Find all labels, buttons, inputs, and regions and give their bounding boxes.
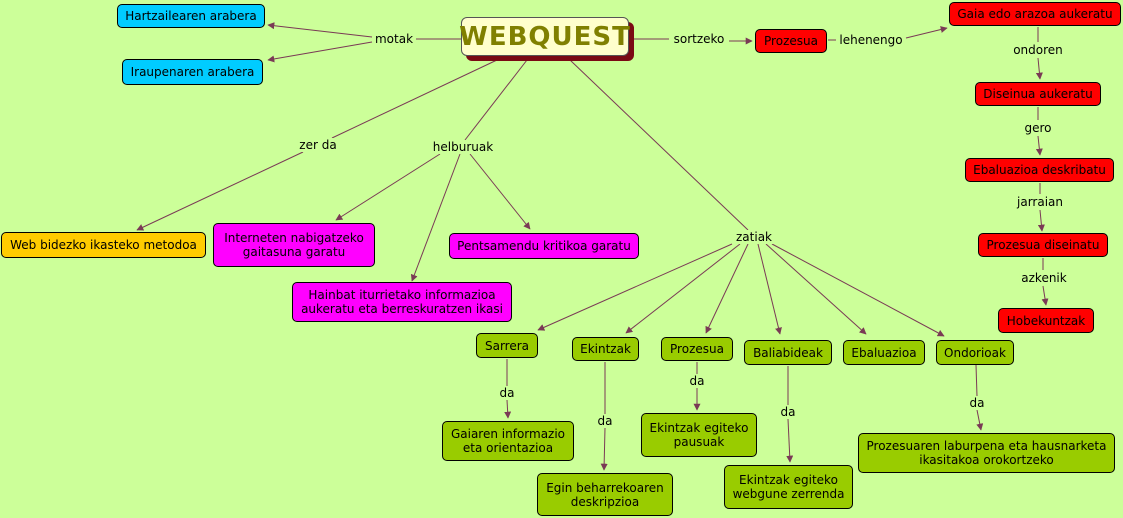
link-label-zer-da: zer da	[297, 138, 339, 152]
node-ondorioak[interactable]: Ondorioak	[936, 340, 1014, 365]
connector-line	[765, 243, 867, 335]
connector-line	[537, 243, 733, 331]
link-label-da: da	[687, 374, 707, 388]
node-egin-beharrekoaren[interactable]: Egin beharrekoaren deskripzioa	[537, 473, 673, 516]
connector-line	[464, 59, 528, 141]
connector-line	[136, 151, 304, 231]
connector-line	[905, 26, 948, 39]
node-hobekuntzak[interactable]: Hobekuntzak	[998, 308, 1094, 333]
node-prozesua-green[interactable]: Prozesua	[661, 337, 733, 361]
root-node-webquest[interactable]: WEBQUEST	[459, 17, 630, 56]
link-label-da: da	[778, 405, 798, 419]
link-label-ondoren: ondoren	[1011, 43, 1065, 57]
node-interneten[interactable]: Interneten nabigatzeko gaitasuna garatu	[213, 223, 375, 267]
node-ebaluazioa-deskribatu[interactable]: Ebaluazioa deskribatu	[965, 158, 1114, 182]
node-web-bidezko[interactable]: Web bidezko ikasteko metodoa	[1, 232, 206, 258]
connector-line	[786, 418, 794, 463]
connector-line	[469, 153, 531, 230]
connector-line	[976, 409, 984, 431]
link-label-da: da	[967, 396, 987, 410]
connector-line	[1035, 135, 1043, 156]
node-iraupenaren-arabera[interactable]: Iraupenaren arabera	[122, 59, 263, 85]
node-ekintzak-egiteko-pausuak[interactable]: Ekintzak egiteko pausuak	[641, 413, 757, 457]
link-label-motak: motak	[372, 32, 416, 46]
link-label-jarraian: jarraian	[1015, 195, 1065, 209]
connector-line	[335, 153, 441, 221]
connector-line	[600, 427, 608, 471]
node-ebaluazioa[interactable]: Ebaluazioa	[843, 340, 925, 365]
node-prozesuaren-laburpena[interactable]: Prozesuaren laburpena eta hausnarketa ik…	[858, 433, 1115, 473]
node-gaia-edo-arazoa[interactable]: Gaia edo arazoa aukeratu	[949, 2, 1121, 26]
node-sarrera[interactable]: Sarrera	[476, 333, 538, 358]
connector-line	[771, 243, 945, 337]
node-ekintzak-egiteko-webgune[interactable]: Ekintzak egiteko webgune zerrenda	[724, 465, 853, 509]
connector-line	[504, 399, 512, 419]
connector-line	[1035, 57, 1043, 80]
link-label-gero: gero	[1022, 121, 1054, 135]
connector-line	[975, 364, 978, 397]
link-label-da: da	[595, 414, 615, 428]
connector-line	[1037, 209, 1045, 232]
connector-line	[757, 243, 782, 335]
link-label-sortzeko: sortzeko	[671, 32, 727, 46]
connector-line	[267, 22, 373, 38]
connector-line	[410, 153, 461, 282]
link-label-da: da	[497, 386, 517, 400]
node-pentsamendu-kritikoa[interactable]: Pentsamendu kritikoa garatu	[449, 233, 639, 259]
connector-line	[267, 41, 373, 63]
connector-line	[625, 243, 741, 334]
node-hainbat-iturrietako[interactable]: Hainbat iturrietako informazioa aukeratu…	[292, 282, 512, 322]
link-label-helburuak: helburuak	[430, 140, 496, 154]
node-gaiaren-informazio[interactable]: Gaiaren informazio eta orientazioa	[442, 421, 574, 461]
connector-line	[1041, 285, 1049, 306]
connector-line	[705, 243, 749, 334]
node-baliabideak[interactable]: Baliabideak	[744, 340, 832, 365]
node-ekintzak[interactable]: Ekintzak	[572, 337, 639, 361]
link-label-azkenik: azkenik	[1019, 271, 1069, 285]
node-prozesua-red[interactable]: Prozesua	[755, 29, 827, 53]
node-hartzailearen-arabera[interactable]: Hartzailearen arabera	[117, 4, 265, 28]
link-label-zatiak: zatiak	[734, 230, 774, 244]
node-prozesua-diseinatu[interactable]: Prozesua diseinatu	[978, 233, 1108, 257]
connector-line	[569, 59, 749, 231]
link-label-lehenengo: lehenengo	[837, 33, 905, 47]
node-diseinua-aukeratu[interactable]: Diseinua aukeratu	[975, 82, 1101, 106]
connector-line	[331, 59, 498, 139]
